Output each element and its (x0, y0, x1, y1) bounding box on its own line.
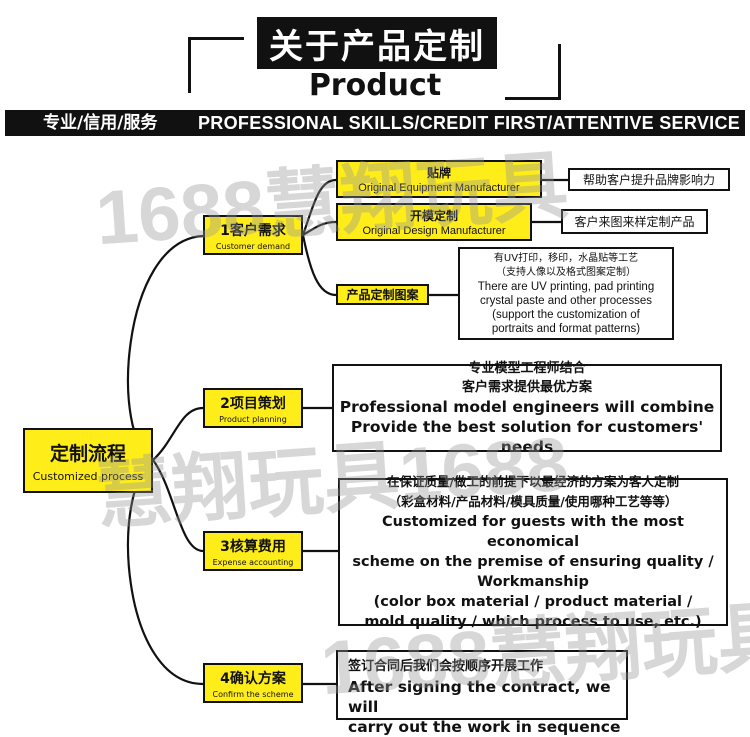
step-sublabel: Expense accounting (212, 557, 294, 567)
desc-line: 客户需求提供最优方案 (461, 380, 592, 395)
note-line: 有UV打印，移印，水晶贴等工艺 (493, 252, 639, 264)
note-line: （支持人像以及格式图案定制） (496, 266, 636, 278)
confirm-description: 签订合同后我们会按顺序开展工作 After signing the contra… (336, 650, 628, 736)
step-sublabel: Customer demand (215, 241, 291, 251)
option-label: 开模定制 (409, 209, 458, 223)
accounting-description: 在保证质量/做工的前提下以最经济的方案为客人定制 （彩盒材料/产品材料/模具质量… (338, 474, 728, 630)
title-chinese: 关于产品定制 (257, 17, 497, 69)
option-sublabel: Original Equipment Manufacturer (358, 182, 520, 194)
desc-line: Professional model engineers will combin… (339, 398, 715, 416)
title-bracket-top-left (188, 37, 244, 93)
planning-description: 专业模型工程师结合 客户需求提供最优方案 Professional model … (332, 361, 722, 456)
root-subtitle: Customized process (32, 469, 144, 483)
option-custom-pattern: 产品定制图案 (336, 284, 429, 305)
desc-line: 专业模型工程师结合 (468, 361, 586, 376)
desc-line: （彩盒材料/产品材料/模具质量/使用哪种工艺等等） (388, 494, 678, 509)
step-label: 4确认方案 (220, 670, 286, 687)
desc-line: scheme on the premise of ensuring qualit… (352, 554, 714, 570)
note-brand-influence: 帮助客户提升品牌影响力 (568, 168, 730, 191)
note-printing-processes: 有UV打印，移印，水晶贴等工艺 （支持人像以及格式图案定制） There are… (458, 247, 674, 340)
step-sublabel: Product planning (219, 414, 287, 424)
desc-line: 签订合同后我们会按顺序开展工作 (348, 659, 544, 674)
step-customer-demand: 1客户需求 Customer demand (203, 215, 303, 255)
step-label: 3核算费用 (220, 538, 286, 555)
desc-line: Customized for guests with the most econ… (382, 514, 684, 550)
desc-line: carry out the work in sequence (348, 718, 621, 736)
slogan-chinese: 专业/信用/服务 (43, 113, 158, 133)
step-label: 1客户需求 (220, 222, 286, 239)
title-bracket-bottom-right (505, 44, 561, 100)
desc-line: Workmanship (477, 574, 589, 590)
desc-line: Provide the best solution for customers'… (350, 418, 704, 456)
step-confirm-scheme: 4确认方案 Confirm the scheme (203, 663, 303, 703)
desc-line: 在保证质量/做工的前提下以最经济的方案为客人定制 (386, 474, 680, 489)
option-sublabel: Original Design Manufacturer (362, 225, 506, 237)
note-line: (support the customization of (492, 308, 640, 321)
step-label: 2项目策划 (220, 395, 286, 412)
desc-line: (color box material / product material / (373, 594, 693, 610)
process-root-node: 定制流程 Customized process (23, 428, 153, 493)
desc-line: After signing the contract, we will (348, 678, 611, 716)
option-label: 产品定制图案 (346, 288, 419, 302)
option-odm: 开模定制 Original Design Manufacturer (336, 203, 532, 241)
step-product-planning: 2项目策划 Product planning (203, 388, 303, 428)
note-line: portraits and format patterns) (491, 322, 641, 335)
desc-line: mold quality / which process to use, etc… (364, 614, 702, 630)
root-title: 定制流程 (49, 442, 126, 465)
option-oem: 贴牌 Original Equipment Manufacturer (336, 160, 542, 198)
note-drawing-sample: 客户来图来样定制产品 (561, 209, 708, 234)
slogan-banner: 专业/信用/服务 PROFESSIONAL SKILLS/CREDIT FIRS… (5, 110, 745, 136)
note-line: There are UV printing, pad printing (477, 280, 655, 293)
slogan-english: PROFESSIONAL SKILLS/CREDIT FIRST/ATTENTI… (198, 113, 741, 133)
option-label: 贴牌 (426, 166, 451, 180)
step-sublabel: Confirm the scheme (212, 689, 294, 699)
note-line: crystal paste and other processes (480, 294, 652, 307)
step-expense-accounting: 3核算费用 Expense accounting (203, 531, 303, 571)
